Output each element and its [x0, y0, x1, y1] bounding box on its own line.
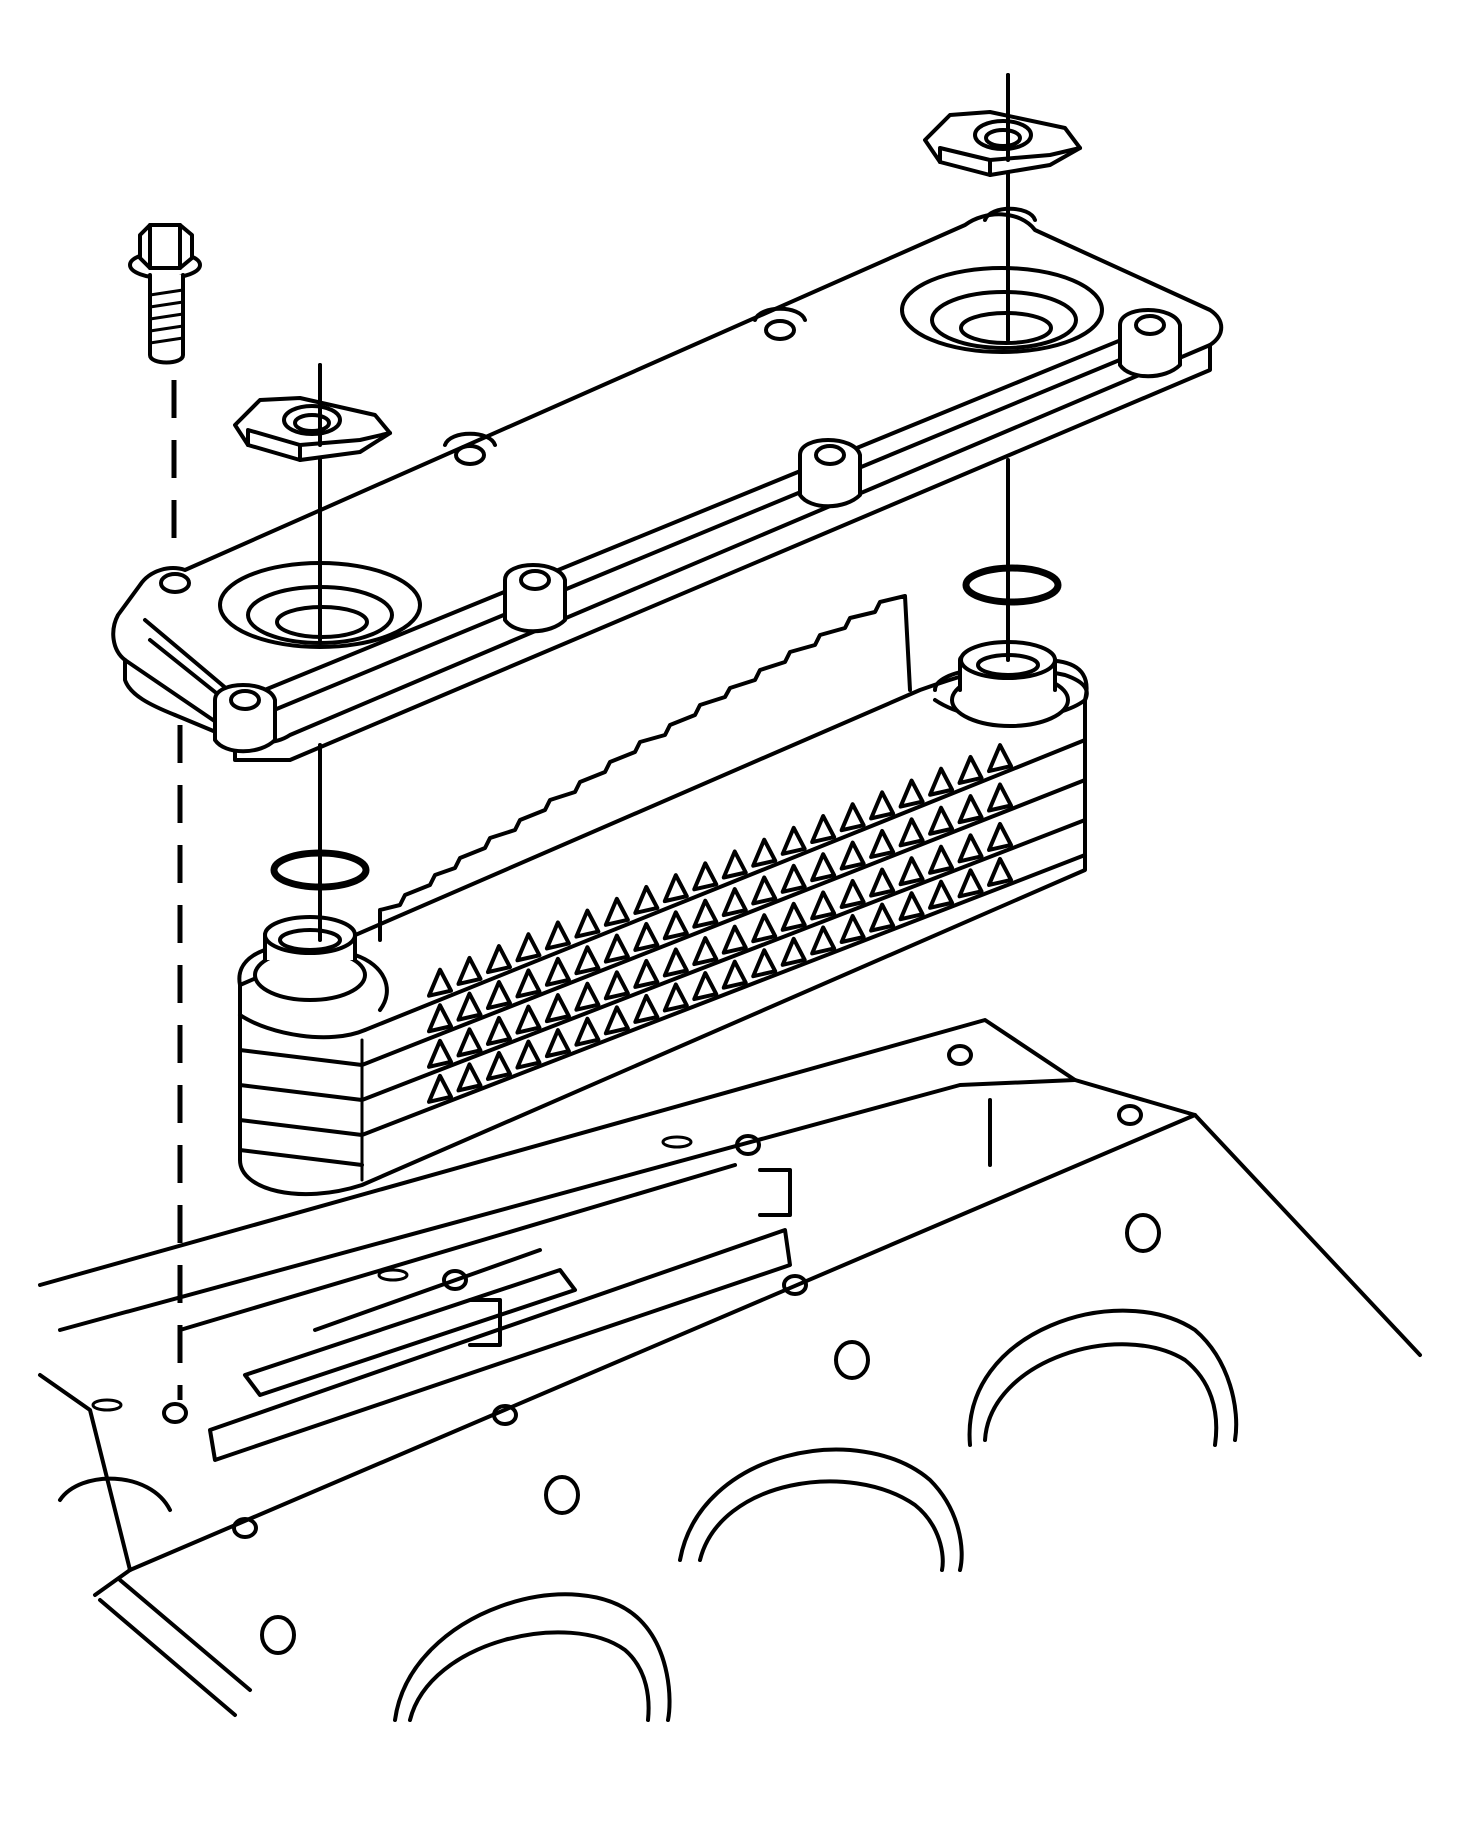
adapter-nut-right [923, 110, 1082, 177]
flange-bolt [128, 223, 202, 365]
cooler-fin [662, 947, 689, 978]
cooler-fin [603, 1005, 630, 1036]
cooler-fin [456, 991, 483, 1022]
cooler-fin [721, 849, 748, 880]
cooler-fin [751, 913, 778, 944]
cooler-fin [662, 873, 689, 904]
cooler-fin [721, 924, 748, 955]
cooler-fin [928, 844, 955, 875]
cooler-fin [456, 1062, 483, 1093]
cooler-fin [603, 896, 630, 927]
cooler-fin [485, 980, 512, 1011]
cooler-fin [692, 898, 719, 929]
cooler-fin [751, 948, 778, 979]
cooler-fin [544, 956, 571, 987]
cooler-fin [810, 852, 837, 883]
cooler-fin [485, 1050, 512, 1081]
cooler-fin [721, 887, 748, 918]
cooler-fin [515, 1004, 542, 1035]
cooler-fin [898, 817, 925, 848]
cooler-fin [957, 833, 984, 864]
cooler-fin [928, 879, 955, 910]
adapter-nut-left [233, 396, 392, 462]
cooler-fin [898, 856, 925, 887]
cooler-fin [603, 933, 630, 964]
cooler-fin [633, 921, 660, 952]
cooler-fin [987, 743, 1013, 774]
o-ring-right [962, 564, 1062, 606]
cooler-fin [633, 958, 660, 989]
cooler-fin [427, 1073, 453, 1104]
cooler-fin [869, 828, 896, 859]
cooler-fin [692, 971, 719, 1002]
cooler-fin [515, 932, 542, 963]
cooler-fin [603, 970, 630, 1001]
cooler-fin [869, 790, 896, 821]
cooler-fin [869, 902, 896, 933]
cooler-fin [456, 955, 483, 986]
cooler-fins [427, 743, 1013, 1104]
cooler-fin [544, 920, 571, 951]
cooler-fin [839, 913, 866, 944]
cooler-fin [987, 782, 1013, 813]
cooler-fin [987, 856, 1013, 887]
cooler-fin [780, 901, 807, 932]
cooler-fin [957, 794, 984, 825]
cooler-fin [574, 981, 601, 1012]
cooler-fin [456, 1027, 483, 1058]
engine-block [38, 1018, 1422, 1722]
cooler-fin [810, 890, 837, 921]
cooler-fin [427, 1038, 453, 1069]
cooler-fin [898, 778, 925, 809]
cooler-fin [544, 993, 571, 1024]
cooler-fin [957, 868, 984, 899]
cooler-fin [515, 968, 542, 999]
cooler-fin [574, 908, 601, 939]
cooler-fin [780, 936, 807, 967]
cooler-fin [662, 982, 689, 1013]
cooler-fin [427, 967, 453, 998]
cover-plate [111, 206, 1224, 762]
cooler-fin [633, 993, 660, 1024]
cooler-fin [957, 754, 984, 785]
cooler-fin [780, 825, 807, 856]
cooler-fin [751, 837, 778, 868]
cooler-fin [515, 1039, 542, 1070]
cooler-fin [574, 1016, 601, 1047]
cooler-fin [662, 910, 689, 941]
cooler-fin [928, 805, 955, 836]
cooler-fin [721, 959, 748, 990]
cooler-fin [839, 840, 866, 871]
cooler-fin [780, 863, 807, 894]
cooler-fin [839, 802, 866, 833]
cooler-fin [633, 884, 660, 915]
cooler-fin [751, 875, 778, 906]
cooler-fin [544, 1028, 571, 1059]
cooler-fin [574, 945, 601, 976]
cooler-fin [987, 821, 1013, 852]
cooler-fin [692, 861, 719, 892]
cooler-fin [692, 936, 719, 967]
cooler-fin [427, 1003, 453, 1034]
cooler-fin [869, 867, 896, 898]
cooler-fin [485, 944, 512, 975]
cooler-fin [485, 1015, 512, 1046]
cooler-fin [810, 814, 837, 845]
cooler-fin [898, 891, 925, 922]
cooler-fin [928, 766, 955, 797]
cooler-port-left [253, 915, 367, 1002]
cooler-fin [810, 925, 837, 956]
oil-cooler [237, 594, 1089, 1197]
cooler-fin [839, 878, 866, 909]
